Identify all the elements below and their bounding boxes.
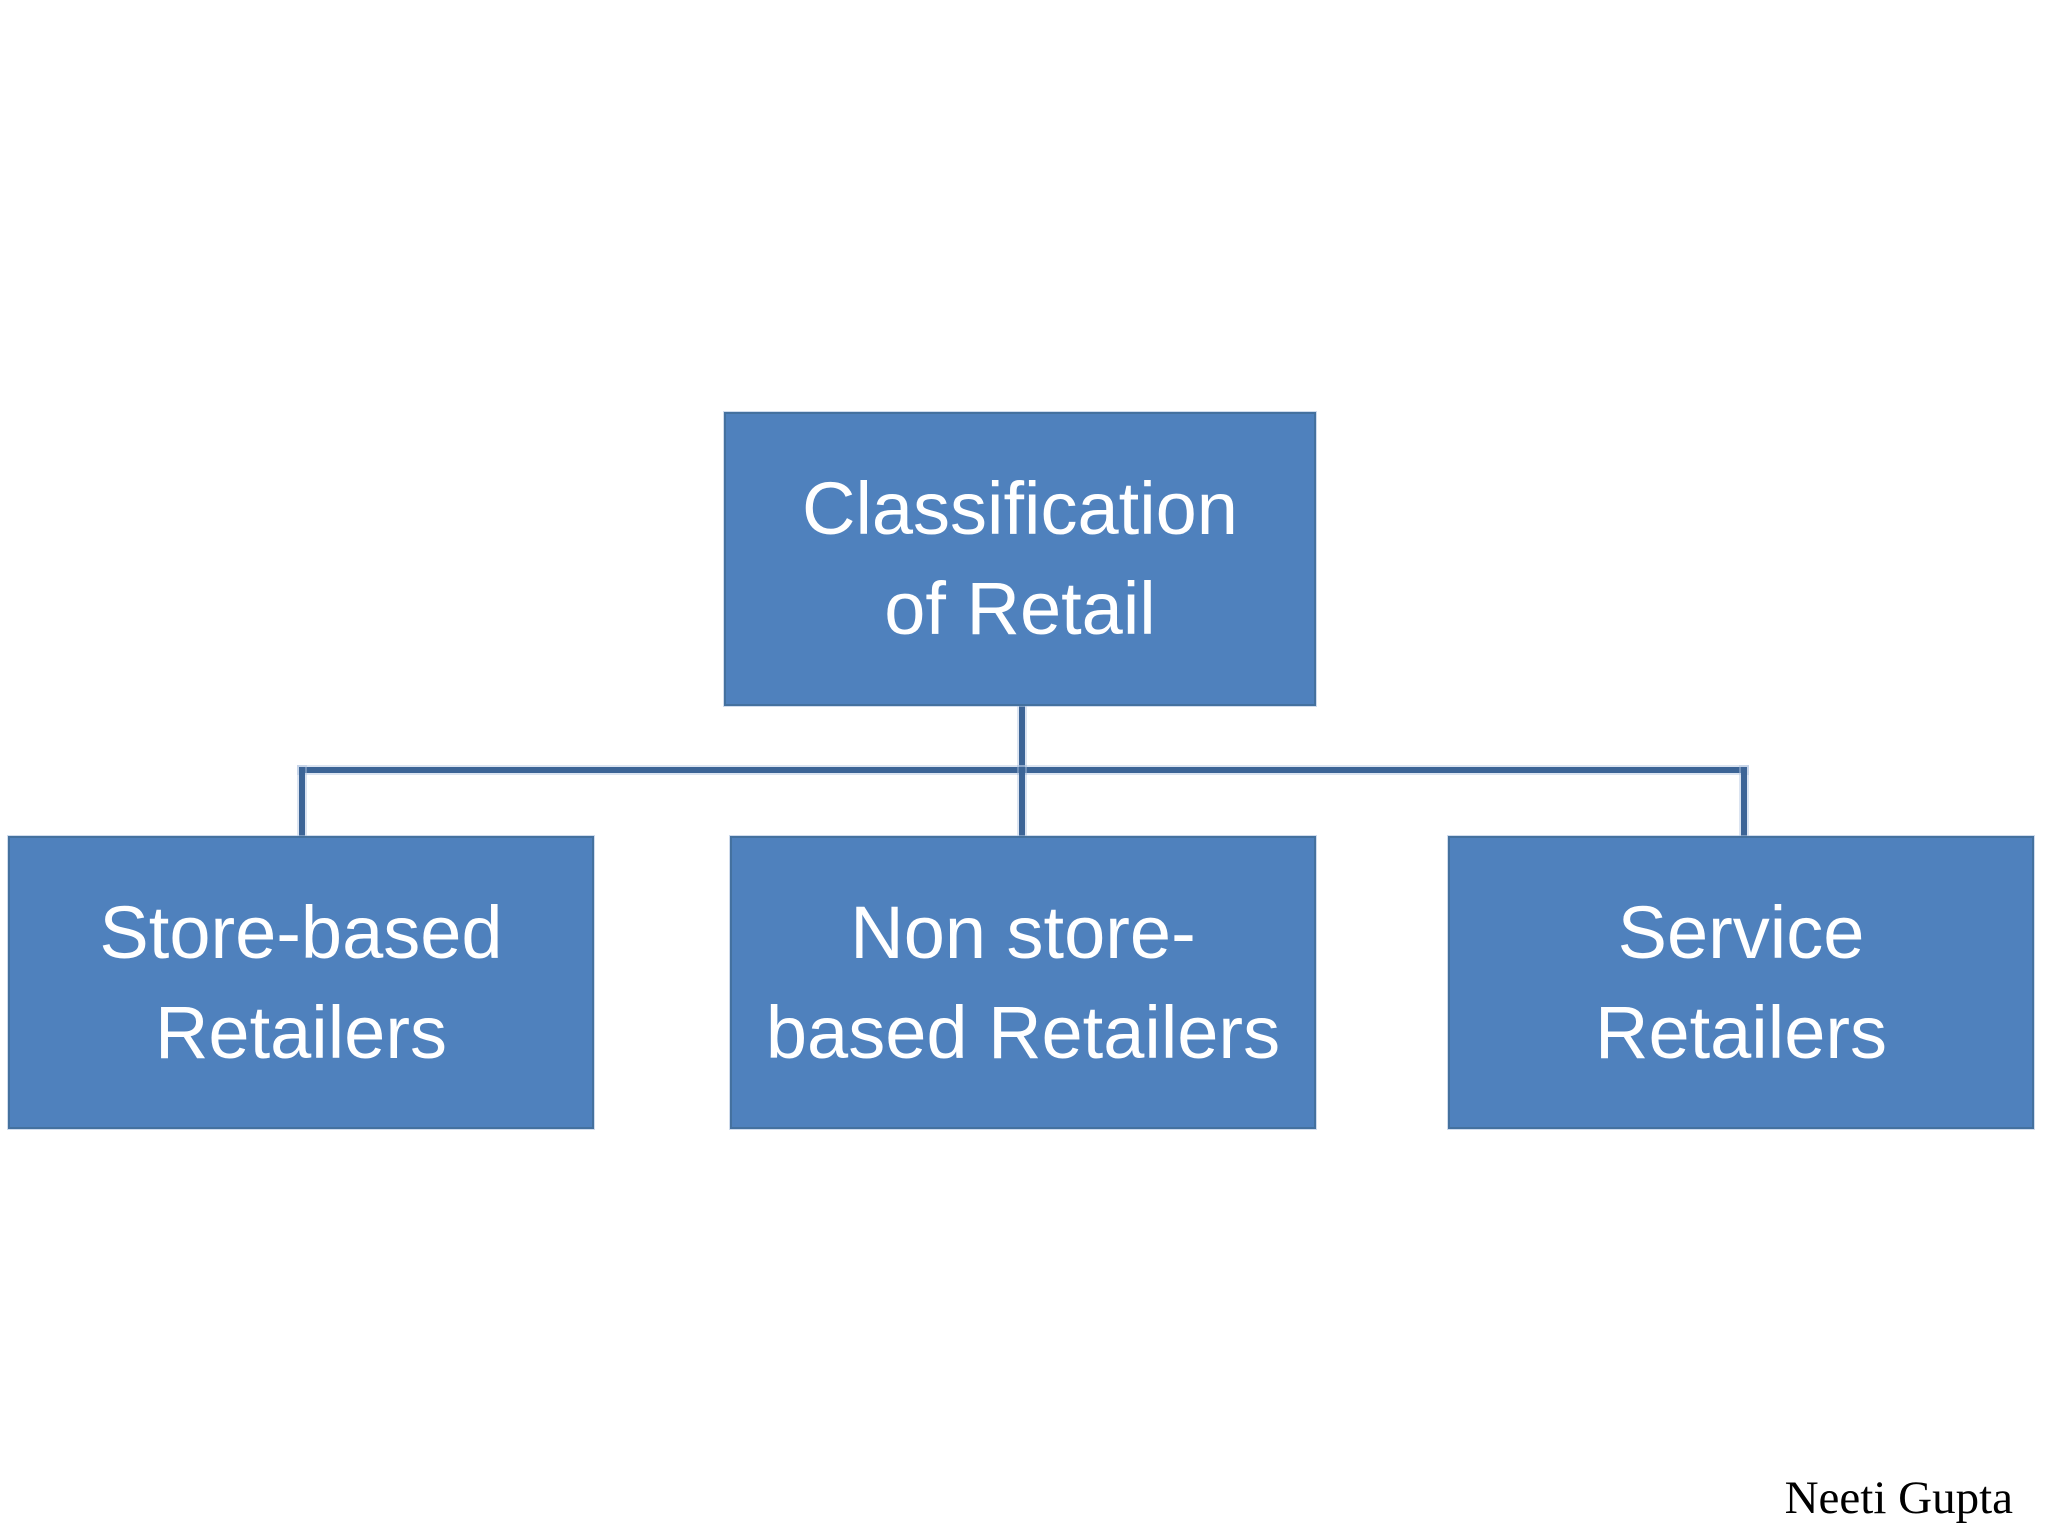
node-label-non-store-based: Non store- based Retailers: [765, 890, 1281, 1074]
node-store-based-retailers: Store-based Retailers: [8, 836, 594, 1129]
node-label-service: Service Retailers: [1595, 890, 1887, 1074]
node-service-retailers: Service Retailers: [1448, 836, 2034, 1129]
connector-drop-right: [1741, 767, 1747, 836]
node-classification-of-retail: Classification of Retail: [724, 412, 1316, 706]
author-credit: Neeti Gupta: [1784, 1472, 2013, 1524]
node-non-store-based-retailers: Non store- based Retailers: [730, 836, 1316, 1129]
connector-drop-left: [299, 767, 305, 836]
connector-trunk: [1019, 706, 1025, 773]
node-label-root: Classification of Retail: [802, 467, 1238, 650]
connector-drop-middle: [1019, 767, 1025, 836]
node-label-store-based: Store-based Retailers: [99, 890, 503, 1074]
